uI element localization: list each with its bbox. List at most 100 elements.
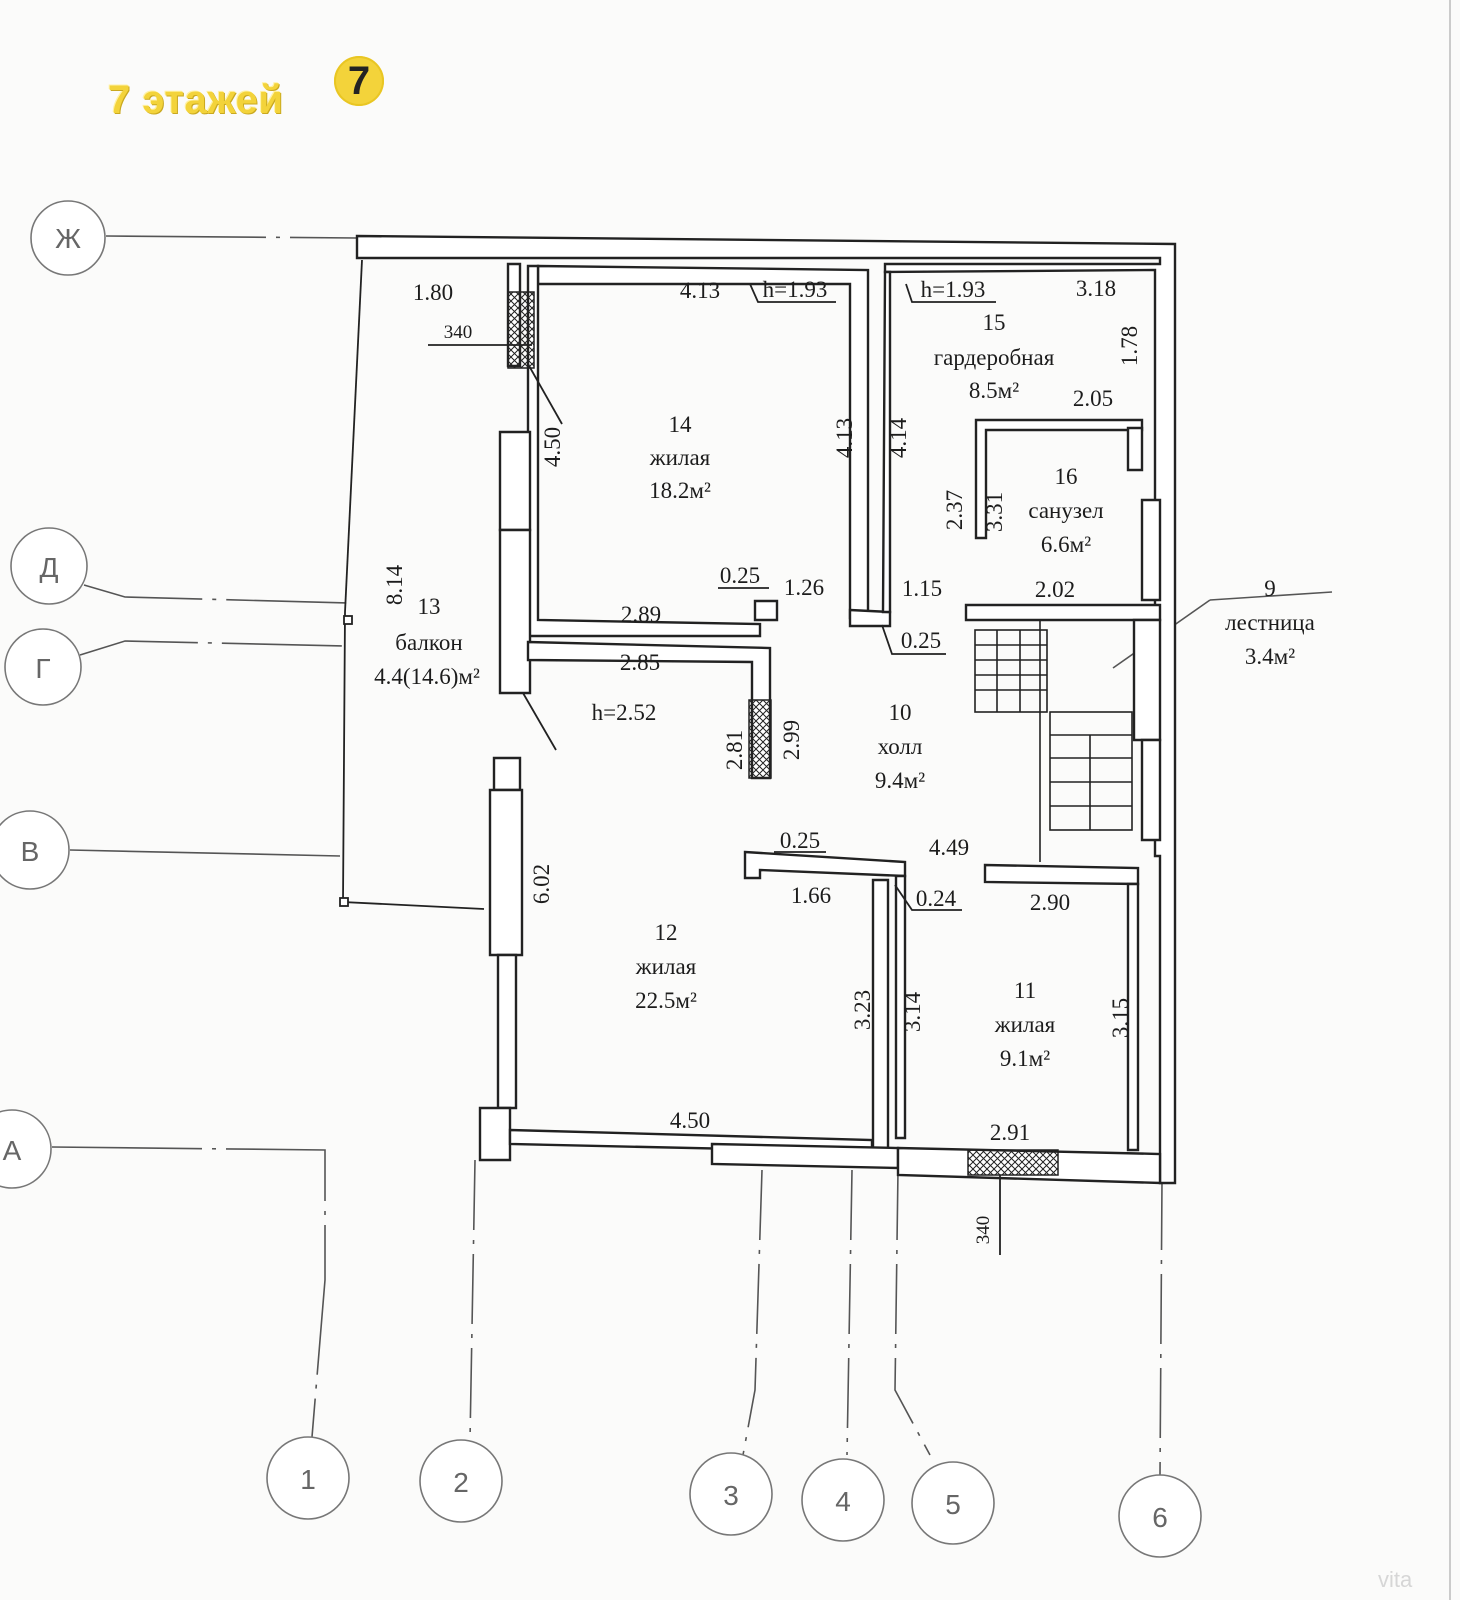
dim-2-90: 2.90 xyxy=(1030,890,1070,915)
dim-3-14: 3.14 xyxy=(900,991,925,1032)
dim-1-26: 1.26 xyxy=(784,575,824,600)
room-16-number: 16 xyxy=(1055,464,1078,489)
room-9-name: лестница xyxy=(1225,610,1315,635)
room-15-number: 15 xyxy=(983,310,1006,335)
axis-marker-2: 2 xyxy=(419,1439,503,1523)
room-16-name: санузел xyxy=(1028,498,1103,523)
dim-0-25-c: 0.25 xyxy=(780,828,820,853)
room-10-name: холл xyxy=(878,734,923,759)
dim-4-50-vertical: 4.50 xyxy=(540,427,565,467)
dim-0-25-a: 0.25 xyxy=(720,563,760,588)
room-16-label: 16 санузел 6.6м² xyxy=(1028,464,1103,557)
room-11-name: жилая xyxy=(994,1012,1056,1037)
axis-marker-g: Г xyxy=(4,628,82,706)
dim-340-bottom: 340 xyxy=(973,1216,994,1245)
dim-4-13-vertical: 4.13 xyxy=(832,418,857,458)
dim-2-99: 2.99 xyxy=(779,720,804,760)
dim-0-24: 0.24 xyxy=(916,886,957,911)
room-13-area: 4.4(14.6)м² xyxy=(374,664,480,689)
dim-3-15: 3.15 xyxy=(1108,998,1133,1038)
room-10-number: 10 xyxy=(889,700,912,725)
dim-4-49: 4.49 xyxy=(929,835,969,860)
walls xyxy=(342,234,1177,1185)
dim-3-23: 3.23 xyxy=(850,990,875,1030)
room-12-label: 12 жилая 22.5м² xyxy=(635,920,697,1013)
dim-3-18: 3.18 xyxy=(1076,276,1116,301)
axis-marker-v: В xyxy=(0,810,70,890)
axis-label-d: Д xyxy=(40,552,59,583)
dimension-labels: 1.80 340 4.13 3.18 2.05 0.25 1.26 1.15 2… xyxy=(413,276,1116,1145)
room-11-area: 9.1м² xyxy=(1000,1046,1050,1071)
dim-2-85: 2.85 xyxy=(620,650,660,675)
dim-4-14: 4.14 xyxy=(886,417,911,458)
room-13-name: балкон xyxy=(395,630,462,655)
dim-1-15: 1.15 xyxy=(902,576,942,601)
room-10-area: 9.4м² xyxy=(875,768,925,793)
axis-lines xyxy=(51,235,1333,1476)
room-15-name: гардеробная xyxy=(934,345,1055,370)
axis-marker-a: А xyxy=(0,1109,52,1189)
dim-0-25-b: 0.25 xyxy=(901,628,941,653)
room-13-label: 13 балкон 4.4(14.6)м² xyxy=(374,594,480,689)
room-14-name: жилая xyxy=(649,445,711,470)
dim-2-91: 2.91 xyxy=(990,1120,1030,1145)
dim-4-13-top: 4.13 xyxy=(680,278,720,303)
axis-label-1: 1 xyxy=(300,1464,316,1495)
dim-2-81: 2.81 xyxy=(722,730,747,770)
axis-label-v: В xyxy=(21,836,40,867)
dim-6-02: 6.02 xyxy=(529,864,554,904)
dim-1-78: 1.78 xyxy=(1117,326,1142,366)
height-label-hall: h=2.52 xyxy=(592,700,657,725)
room-14-area: 18.2м² xyxy=(649,478,711,503)
room-12-name: жилая xyxy=(635,954,697,979)
axis-label-2: 2 xyxy=(453,1467,469,1498)
brand-title: 7 этажей xyxy=(108,78,284,122)
dim-2-02: 2.02 xyxy=(1035,577,1075,602)
dim-2-89: 2.89 xyxy=(621,602,661,627)
axis-marker-d: Д xyxy=(10,527,88,605)
vertical-dimension-labels: 1.78 4.50 4.13 4.14 2.37 3.31 8.14 2.81 … xyxy=(382,326,1142,1244)
axis-label-5: 5 xyxy=(945,1489,961,1520)
height-label-room-14: h=1.93 xyxy=(763,277,828,302)
room-14-number: 14 xyxy=(669,412,693,437)
axis-marker-3: 3 xyxy=(689,1452,773,1536)
leader-lines xyxy=(339,283,1001,1255)
axis-label-3: 3 xyxy=(723,1480,739,1511)
axis-marker-zh: Ж xyxy=(30,200,106,276)
room-11-number: 11 xyxy=(1014,978,1036,1003)
room-11-label: 11 жилая 9.1м² xyxy=(994,978,1056,1071)
axis-label-6: 6 xyxy=(1152,1502,1168,1533)
room-16-area: 6.6м² xyxy=(1041,532,1091,557)
axis-label-4: 4 xyxy=(835,1486,851,1517)
dim-3-31: 3.31 xyxy=(982,492,1007,532)
room-15-area: 8.5м² xyxy=(969,378,1019,403)
axis-label-zh: Ж xyxy=(55,223,81,254)
axis-marker-1: 1 xyxy=(266,1436,350,1520)
dim-1-80: 1.80 xyxy=(413,280,453,305)
room-9-label: 9 лестница 3.4м² xyxy=(1225,576,1315,669)
stairs xyxy=(974,620,1133,862)
room-12-number: 12 xyxy=(655,920,678,945)
brand-logo-icon: 7 xyxy=(334,56,384,106)
axis-marker-4: 4 xyxy=(801,1458,885,1542)
room-14-label: 14 жилая 18.2м² xyxy=(649,412,711,503)
room-12-area: 22.5м² xyxy=(635,988,697,1013)
dim-2-37: 2.37 xyxy=(942,490,967,530)
room-9-area: 3.4м² xyxy=(1245,644,1295,669)
dim-4-50-bottom: 4.50 xyxy=(670,1108,710,1133)
axis-marker-5: 5 xyxy=(911,1461,995,1545)
watermark: vita xyxy=(1378,1567,1413,1592)
room-10-label: 10 холл 9.4м² xyxy=(875,700,925,793)
dim-2-05: 2.05 xyxy=(1073,386,1113,411)
axis-marker-6: 6 xyxy=(1118,1474,1202,1558)
dim-340-top: 340 xyxy=(444,322,473,343)
axis-label-g: Г xyxy=(35,653,50,684)
room-15-label: 15 гардеробная 8.5м² xyxy=(934,310,1055,403)
hatched-windows xyxy=(507,291,1059,1176)
room-13-number: 13 xyxy=(418,594,441,619)
dim-1-66: 1.66 xyxy=(791,883,831,908)
room-9-number: 9 xyxy=(1264,576,1276,601)
axis-label-a: А xyxy=(3,1135,22,1166)
dim-8-14: 8.14 xyxy=(382,564,407,605)
